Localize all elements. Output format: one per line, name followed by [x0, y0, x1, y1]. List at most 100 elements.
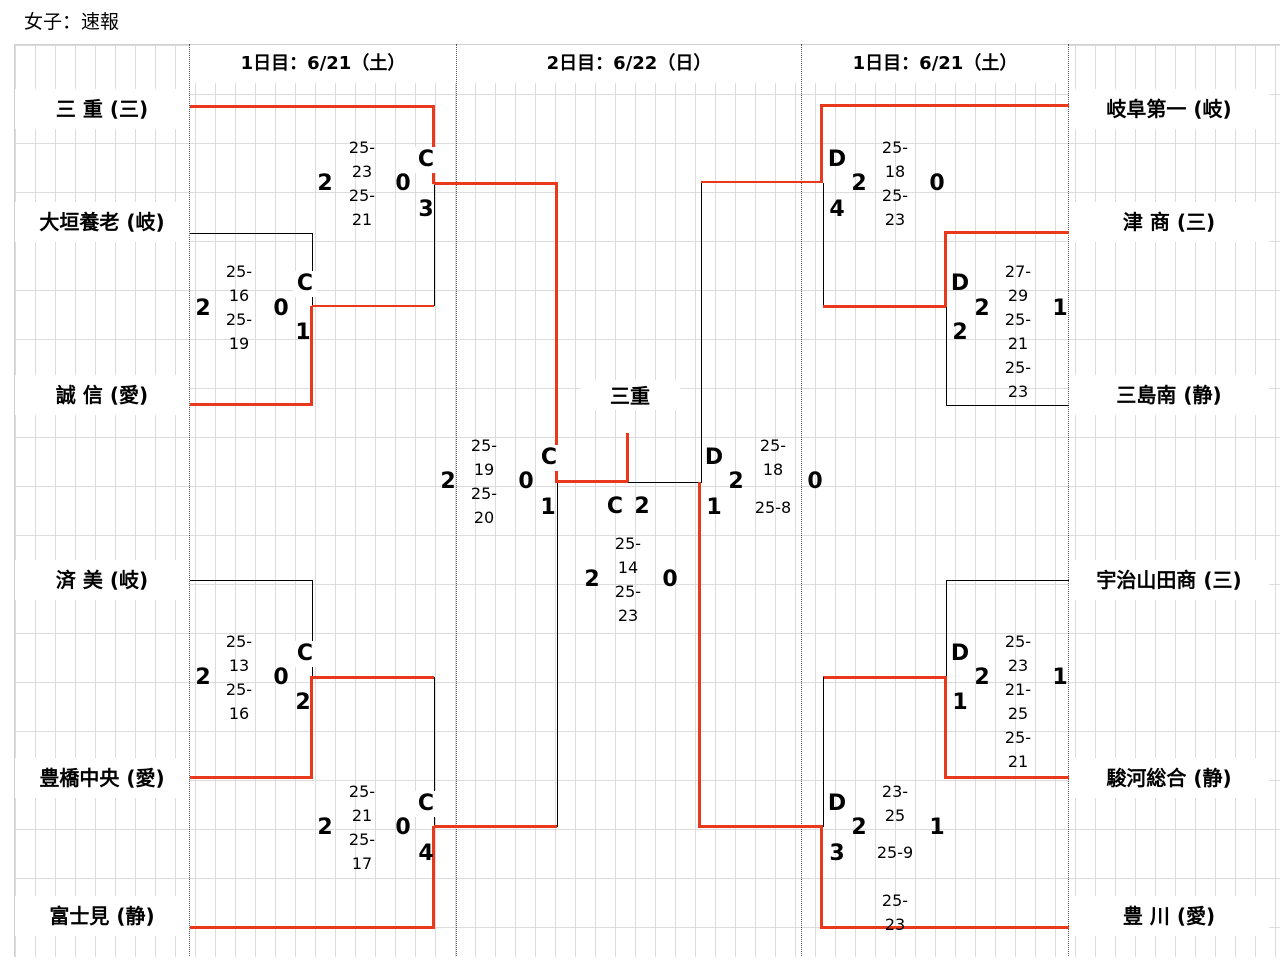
- bracket-line: [434, 825, 557, 828]
- bracket-line: [946, 580, 1069, 581]
- match-code: C: [414, 147, 438, 173]
- bracket-line: [820, 104, 1069, 107]
- match-set-left: 2: [851, 815, 867, 840]
- match-number: 1: [540, 495, 556, 520]
- match-number: 2: [952, 320, 968, 345]
- match-set-right: 0: [395, 815, 411, 840]
- match-set-right: 1: [1052, 296, 1068, 321]
- team-saibi: 済 美 (岐): [15, 560, 189, 600]
- match-set-right: 0: [662, 567, 678, 592]
- column-separator: [456, 44, 457, 956]
- match-code: C: [293, 641, 317, 667]
- match-code: C: [606, 494, 624, 519]
- match-set-right: 0: [807, 469, 823, 494]
- bracket-line: [946, 405, 1069, 406]
- bracket-line: [190, 580, 313, 581]
- day-header-center: 2日目：6/22（日）: [457, 45, 801, 83]
- bracket-line: [190, 403, 313, 406]
- team-seishin: 誠 信 (愛): [15, 375, 189, 415]
- bracket-line: [312, 233, 313, 308]
- match-number: 2: [295, 690, 311, 715]
- match-code: D: [704, 445, 724, 470]
- match-set-right: 0: [518, 469, 534, 494]
- bracket-line: [820, 825, 823, 929]
- bracket-line: [310, 306, 313, 406]
- bracket-line: [701, 183, 702, 483]
- team-ujiyamada-sho: 宇治山田商 (三): [1069, 560, 1269, 600]
- match-code: C: [537, 445, 561, 471]
- match-code: C: [414, 791, 438, 817]
- bracket-line: [434, 182, 558, 185]
- day-header-right: 1日目：6/21（土）: [802, 45, 1068, 83]
- match-code: D: [950, 271, 970, 296]
- match-set-left: 2: [974, 665, 990, 690]
- bracket-line: [823, 183, 824, 306]
- column-separator: [189, 44, 190, 956]
- bracket-line: [698, 482, 701, 828]
- bracket-line: [944, 776, 1069, 779]
- match-set-left: 2: [440, 469, 456, 494]
- champion-label: 三重: [580, 380, 680, 410]
- bracket-line: [557, 482, 558, 827]
- match-code: D: [827, 147, 847, 172]
- bracket-line: [190, 926, 435, 929]
- bracket-line: [310, 676, 434, 679]
- match-set-left: 2: [195, 296, 211, 321]
- team-mishima-minami: 三島南 (静): [1069, 375, 1269, 415]
- bracket-line: [190, 105, 434, 108]
- match-set-right: 0: [929, 171, 945, 196]
- match-set-left: 2: [584, 567, 600, 592]
- match-code: D: [950, 641, 970, 666]
- match-number: 1: [295, 320, 311, 345]
- match-set-left: 2: [317, 815, 333, 840]
- match-number: 3: [418, 197, 434, 222]
- bracket-sheet: [14, 44, 1280, 957]
- bracket-line: [310, 677, 313, 778]
- bracket-line: [946, 580, 947, 677]
- team-suruga-sogo: 駿河総合 (静): [1069, 758, 1269, 798]
- bracket-line: [820, 926, 1069, 929]
- team-fujimi: 富士見 (静): [15, 896, 189, 936]
- bracket-line: [944, 232, 947, 308]
- bracket-line: [312, 580, 313, 677]
- bracket-line: [312, 305, 434, 307]
- bracket-line: [698, 825, 823, 828]
- match-set-left: 2: [195, 665, 211, 690]
- bracket-line: [820, 105, 823, 183]
- team-tsu-sho: 津 商 (三): [1069, 202, 1269, 242]
- bracket-line: [944, 676, 947, 778]
- match-number: 4: [418, 841, 434, 866]
- bracket-line: [823, 676, 947, 679]
- match-set-right: 0: [395, 171, 411, 196]
- match-set-left: 2: [974, 296, 990, 321]
- bracket-line: [628, 482, 701, 483]
- bracket-line: [626, 433, 629, 483]
- day-header-left: 1日目：6/21（土）: [190, 45, 456, 83]
- bracket-line: [555, 182, 558, 482]
- match-set-right: 0: [273, 665, 289, 690]
- team-gifu-daiichi: 岐阜第一 (岐): [1069, 89, 1269, 129]
- bracket-line: [946, 307, 947, 406]
- page-title: 女子：速報: [24, 11, 120, 33]
- match-set-left: 2: [728, 469, 744, 494]
- match-number: 4: [829, 197, 845, 222]
- team-ogaki-yoro: 大垣養老 (岐): [15, 202, 189, 242]
- bracket-line: [944, 231, 1069, 234]
- bracket-line: [823, 305, 947, 308]
- match-set-right: 1: [929, 815, 945, 840]
- team-toyohashi-chuo: 豊橋中央 (愛): [15, 758, 189, 798]
- column-separator: [1068, 44, 1069, 956]
- bracket-line: [190, 233, 313, 234]
- match-code: D: [827, 791, 847, 816]
- team-mie: 三 重 (三): [15, 89, 189, 129]
- column-separator: [801, 44, 802, 956]
- bracket-line: [701, 181, 823, 183]
